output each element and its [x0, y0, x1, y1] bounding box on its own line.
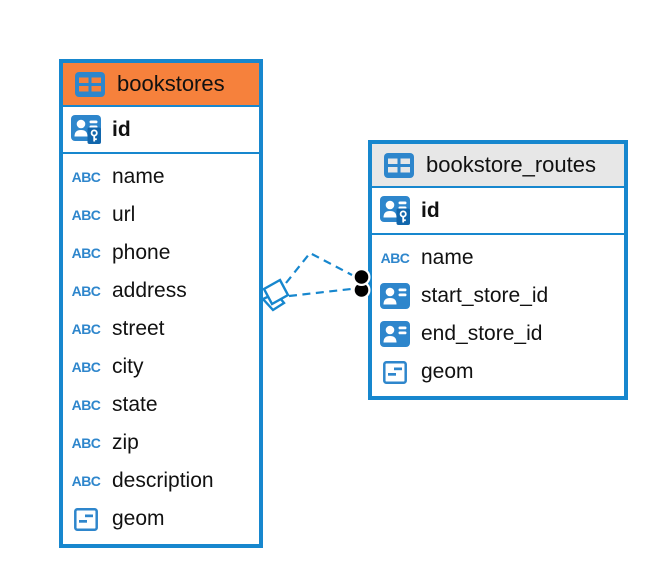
column-row-street[interactable]: ABC street [63, 310, 259, 348]
geometry-type-icon [69, 507, 103, 531]
column-name: address [112, 279, 187, 302]
relationship-source-marker[interactable] [261, 278, 290, 312]
text-type-icon: ABC [69, 170, 103, 184]
column-name: name [421, 246, 474, 269]
abc-glyph: ABC [71, 207, 101, 223]
foreign-key-icon [378, 321, 412, 347]
column-row-description[interactable]: ABC description [63, 462, 259, 500]
column-name: street [112, 317, 165, 340]
column-row-phone[interactable]: ABC phone [63, 234, 259, 272]
column-row-geom[interactable]: geom [372, 353, 624, 391]
column-name: id [421, 198, 440, 222]
column-name: end_store_id [421, 322, 543, 345]
column-row-id[interactable]: id [63, 107, 259, 152]
column-row-geom[interactable]: geom [63, 500, 259, 538]
abc-glyph: ABC [71, 283, 101, 299]
relationship-line-end-store[interactable] [288, 287, 352, 298]
column-row-name[interactable]: ABC name [372, 239, 624, 277]
column-row-end_store_id[interactable]: end_store_id [372, 315, 624, 353]
column-name: phone [112, 241, 171, 264]
abc-glyph: ABC [71, 245, 101, 261]
text-type-icon: ABC [69, 436, 103, 450]
abc-glyph: ABC [71, 435, 101, 451]
column-row-zip[interactable]: ABC zip [63, 424, 259, 462]
table-bookstores-header[interactable]: bookstores [63, 63, 259, 107]
text-type-icon: ABC [69, 398, 103, 412]
column-name: url [112, 203, 136, 226]
column-name: state [112, 393, 158, 416]
abc-glyph: ABC [71, 473, 101, 489]
table-title: bookstores [117, 71, 225, 96]
primary-key-icon [378, 195, 412, 226]
column-name: description [112, 469, 214, 492]
table-bookstore-routes[interactable]: bookstore_routes id ABC name start_store_i… [368, 140, 628, 400]
column-name: geom [421, 360, 474, 383]
text-type-icon: ABC [69, 284, 103, 298]
table-icon [73, 71, 107, 97]
column-row-name[interactable]: ABC name [63, 158, 259, 196]
column-row-start_store_id[interactable]: start_store_id [372, 277, 624, 315]
abc-glyph: ABC [71, 169, 101, 185]
text-type-icon: ABC [69, 360, 103, 374]
text-type-icon: ABC [378, 251, 412, 265]
column-row-url[interactable]: ABC url [63, 196, 259, 234]
table-icon [382, 152, 416, 178]
geometry-type-icon [378, 360, 412, 384]
foreign-key-icon [378, 283, 412, 309]
abc-glyph: ABC [380, 250, 410, 266]
column-name: name [112, 165, 165, 188]
abc-glyph: ABC [71, 359, 101, 375]
column-row-state[interactable]: ABC state [63, 386, 259, 424]
abc-glyph: ABC [71, 321, 101, 337]
text-type-icon: ABC [69, 322, 103, 336]
column-name: zip [112, 431, 139, 454]
pk-section: id [372, 188, 624, 235]
column-row-address[interactable]: ABC address [63, 272, 259, 310]
table-bookstore-routes-header[interactable]: bookstore_routes [372, 144, 624, 188]
text-type-icon: ABC [69, 208, 103, 222]
table-title: bookstore_routes [426, 152, 596, 177]
column-name: start_store_id [421, 284, 549, 307]
column-name: id [112, 117, 131, 141]
text-type-icon: ABC [69, 246, 103, 260]
column-row-id[interactable]: id [372, 188, 624, 233]
abc-glyph: ABC [71, 397, 101, 413]
text-type-icon: ABC [69, 474, 103, 488]
relationship-line-start-store[interactable] [285, 251, 353, 284]
primary-key-icon [69, 114, 103, 145]
column-name: city [112, 355, 144, 378]
column-row-city[interactable]: ABC city [63, 348, 259, 386]
pk-section: id [63, 107, 259, 154]
column-name: geom [112, 507, 165, 530]
